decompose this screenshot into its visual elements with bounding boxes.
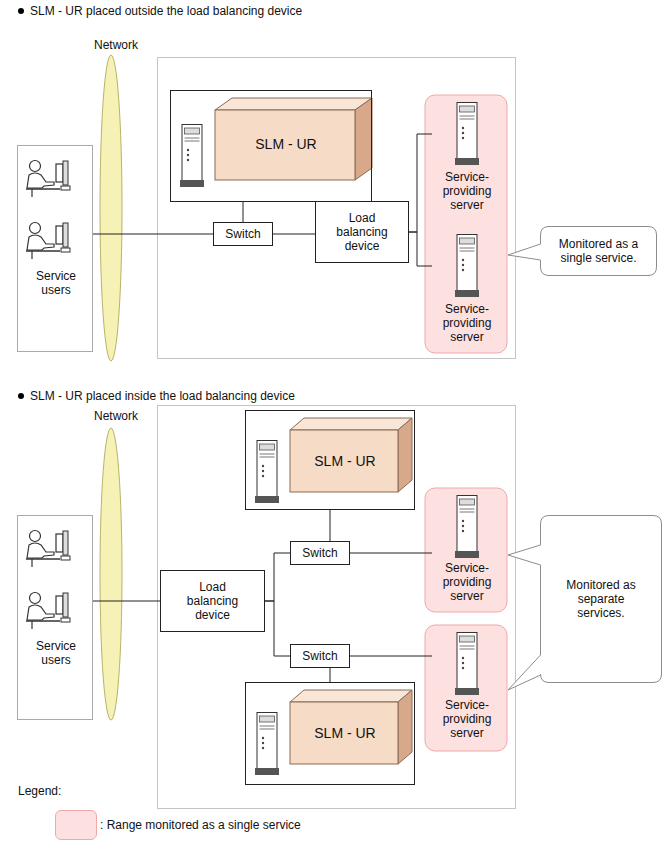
connector-line (409, 232, 432, 266)
section-heading: SLM - UR placed inside the load balancin… (30, 389, 295, 403)
node-text: Monitored as a single service. (546, 237, 651, 265)
server-box: Service-providing server (432, 232, 502, 350)
node-text: Service users (21, 639, 91, 667)
bullet (18, 393, 24, 399)
user-icon (26, 531, 70, 568)
server-icon (255, 441, 279, 504)
server-icon (180, 125, 204, 188)
switch-box: Switch (290, 644, 350, 668)
server-icon (455, 633, 479, 696)
monitor-server-box: SLM - UR (170, 90, 372, 202)
load-balancer-box: Load balancing device (160, 570, 265, 632)
node-text: Switch (225, 227, 260, 241)
legend-text: : Range monitored as a single service (100, 818, 301, 832)
monitored-range (425, 488, 507, 612)
network-label: Network (94, 38, 138, 52)
node-text: Monitored as separate services. (556, 578, 646, 620)
connector-line (350, 553, 432, 554)
connector-line (265, 553, 290, 601)
server-box: Service-providing server (432, 630, 502, 748)
connector-line (273, 234, 315, 235)
server-icon (455, 103, 479, 166)
server-icon (255, 713, 279, 776)
system-frame (158, 58, 516, 359)
server-icon (455, 235, 479, 298)
user-icon (26, 223, 70, 260)
connector-line (330, 510, 331, 541)
load-balancer-box: Load balancing device (315, 201, 409, 263)
network-band (100, 55, 122, 361)
server-icon (455, 496, 479, 559)
slm-box-3d (290, 418, 412, 492)
monitor-server-box: SLM - UR (245, 410, 415, 510)
slm-box-3d (215, 98, 372, 180)
connector-line (350, 656, 432, 657)
user-group-box: Service users (17, 515, 93, 720)
slm-box-3d (290, 690, 412, 764)
connector-line (265, 601, 290, 656)
user-icon (26, 161, 70, 198)
node-text: SLM - UR (300, 726, 390, 740)
network-band (100, 428, 122, 720)
node-text: Service users (21, 269, 91, 297)
node-text: SLM - UR (236, 137, 336, 151)
node-text: Switch (302, 649, 337, 663)
node-text: Load balancing device (330, 211, 394, 253)
bullet (18, 8, 24, 14)
monitored-range (425, 625, 507, 751)
section-heading: SLM - UR placed outside the load balanci… (30, 4, 302, 18)
switch-box: Switch (213, 222, 273, 246)
server-box: Service-providing server (432, 100, 502, 218)
server-box: Service-providing server (432, 493, 502, 608)
connector-line (93, 601, 160, 602)
connector-line (243, 202, 244, 222)
callout: Monitored as a single service. (540, 226, 657, 276)
node-text: Service-providing server (432, 698, 502, 740)
node-text: Service-providing server (432, 170, 502, 212)
node-text: Switch (302, 546, 337, 560)
user-group-box: Service users (17, 145, 93, 352)
system-frame (158, 406, 516, 809)
node-text: SLM - UR (300, 454, 390, 468)
switch-box: Switch (290, 541, 350, 565)
node-text: Load balancing device (181, 580, 245, 622)
node-text: Service-providing server (432, 561, 502, 603)
user-icon (26, 593, 70, 630)
connector-line (93, 234, 213, 235)
monitored-range (425, 95, 507, 353)
legend-swatch (55, 810, 97, 840)
network-label: Network (94, 409, 138, 423)
node-text: Service-providing server (432, 302, 502, 344)
monitor-server-box: SLM - UR (245, 682, 415, 785)
legend-title: Legend: (18, 784, 61, 798)
connector-line (330, 668, 331, 682)
connector-line (409, 134, 432, 232)
callout: Monitored as separate services. (540, 515, 662, 683)
